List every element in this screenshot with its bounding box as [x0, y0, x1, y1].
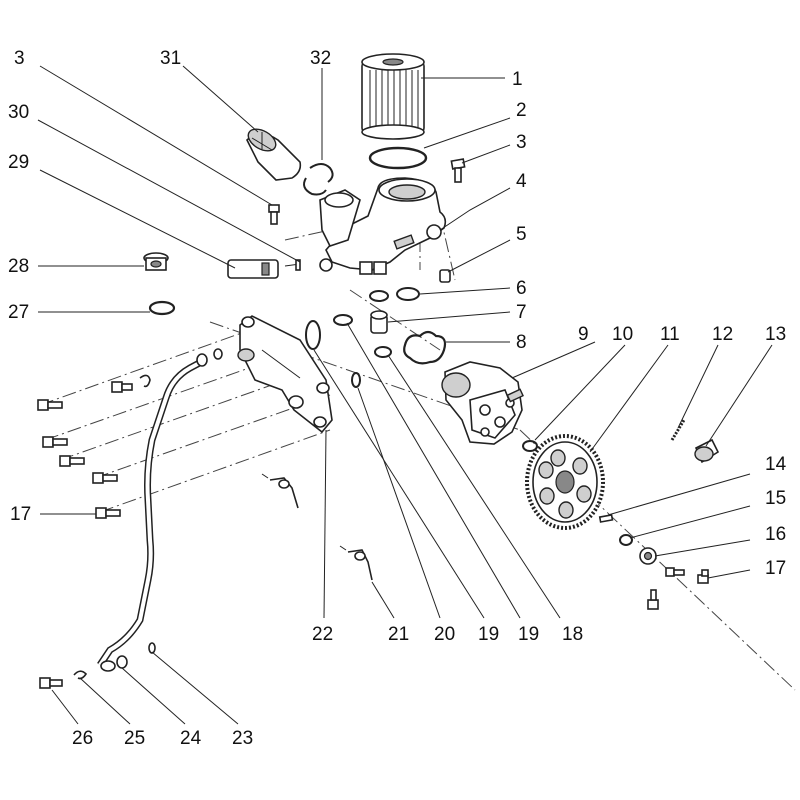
adapter-fitting [227, 259, 301, 279]
clip [139, 374, 151, 388]
callout-22: 22 [312, 624, 333, 645]
pin [598, 514, 614, 523]
callout-numbers: 1 2 3 3 4 5 6 7 8 9 10 11 12 13 14 15 16… [8, 48, 787, 749]
callout-6: 6 [516, 278, 527, 299]
bolt [39, 677, 63, 689]
seal-ring [374, 346, 392, 358]
circlip [303, 163, 334, 196]
bolt [95, 507, 121, 519]
bolt [42, 436, 68, 448]
bolt [697, 569, 709, 584]
leader-lines [37, 65, 773, 725]
seal-ring [213, 348, 223, 360]
callout-27: 27 [8, 302, 29, 323]
screw [268, 204, 280, 225]
screw [450, 158, 466, 183]
callout-3: 3 [516, 132, 527, 153]
washer [619, 534, 633, 546]
seal-ring [333, 314, 353, 326]
oil-pipe-inner [98, 358, 206, 667]
callout-2: 2 [516, 100, 527, 121]
callout-17: 17 [765, 558, 786, 579]
callout-8: 8 [516, 332, 527, 353]
callout-19: 19 [518, 624, 539, 645]
bolt [647, 589, 659, 610]
callout-26: 26 [72, 728, 93, 749]
nut [639, 547, 657, 565]
bolt [92, 472, 118, 484]
seal-ring [148, 300, 176, 316]
callout-31: 31 [160, 48, 181, 69]
callout-12: 12 [712, 324, 733, 345]
callout-30: 30 [8, 102, 29, 123]
plug [439, 269, 451, 283]
callout-28: 28 [8, 256, 29, 277]
oil-filter-cartridge [361, 53, 425, 140]
callout-3: 3 [14, 48, 25, 69]
bolt [37, 399, 63, 411]
banjo-fitting [100, 655, 128, 672]
pipe-fitting [196, 353, 208, 367]
callout-11: 11 [660, 324, 680, 345]
sleeve [370, 310, 388, 334]
drain-plug [143, 252, 169, 271]
bolt [59, 455, 85, 467]
strainer-insert [246, 128, 302, 181]
seal-ring [369, 290, 389, 302]
callout-1: 1 [512, 69, 523, 90]
callout-16: 16 [765, 524, 786, 545]
oil-pump-gear [525, 434, 605, 530]
callout-25: 25 [124, 728, 145, 749]
oil-pump [441, 361, 524, 445]
hose-clamp [339, 545, 373, 581]
callout-23: 23 [232, 728, 253, 749]
support-bracket [237, 315, 333, 434]
seal-ring [396, 287, 420, 301]
seal-ring [522, 440, 538, 452]
callout-10: 10 [612, 324, 633, 345]
washer [148, 642, 156, 654]
clip [73, 670, 88, 680]
callout-15: 15 [765, 488, 786, 509]
spring [670, 419, 686, 441]
callout-29: 29 [8, 152, 29, 173]
callout-4: 4 [516, 171, 527, 192]
callout-7: 7 [516, 302, 527, 323]
callout-32: 32 [310, 48, 331, 69]
callout-21: 21 [388, 624, 409, 645]
filter-housing [319, 177, 447, 275]
callout-14: 14 [765, 454, 787, 475]
callout-17: 17 [10, 504, 31, 525]
bolt [111, 381, 133, 393]
bushing [694, 438, 720, 464]
callout-13: 13 [765, 324, 786, 345]
callout-20: 20 [434, 624, 455, 645]
callout-9: 9 [578, 324, 589, 345]
gasket [403, 330, 447, 365]
callout-5: 5 [516, 224, 527, 245]
bolt [665, 567, 685, 577]
callout-18: 18 [562, 624, 583, 645]
callout-19: 19 [478, 624, 499, 645]
seal-ring [351, 372, 361, 388]
o-ring [368, 146, 428, 170]
hose-clamp [261, 473, 299, 509]
callout-24: 24 [180, 728, 202, 749]
o-ring [305, 320, 321, 350]
